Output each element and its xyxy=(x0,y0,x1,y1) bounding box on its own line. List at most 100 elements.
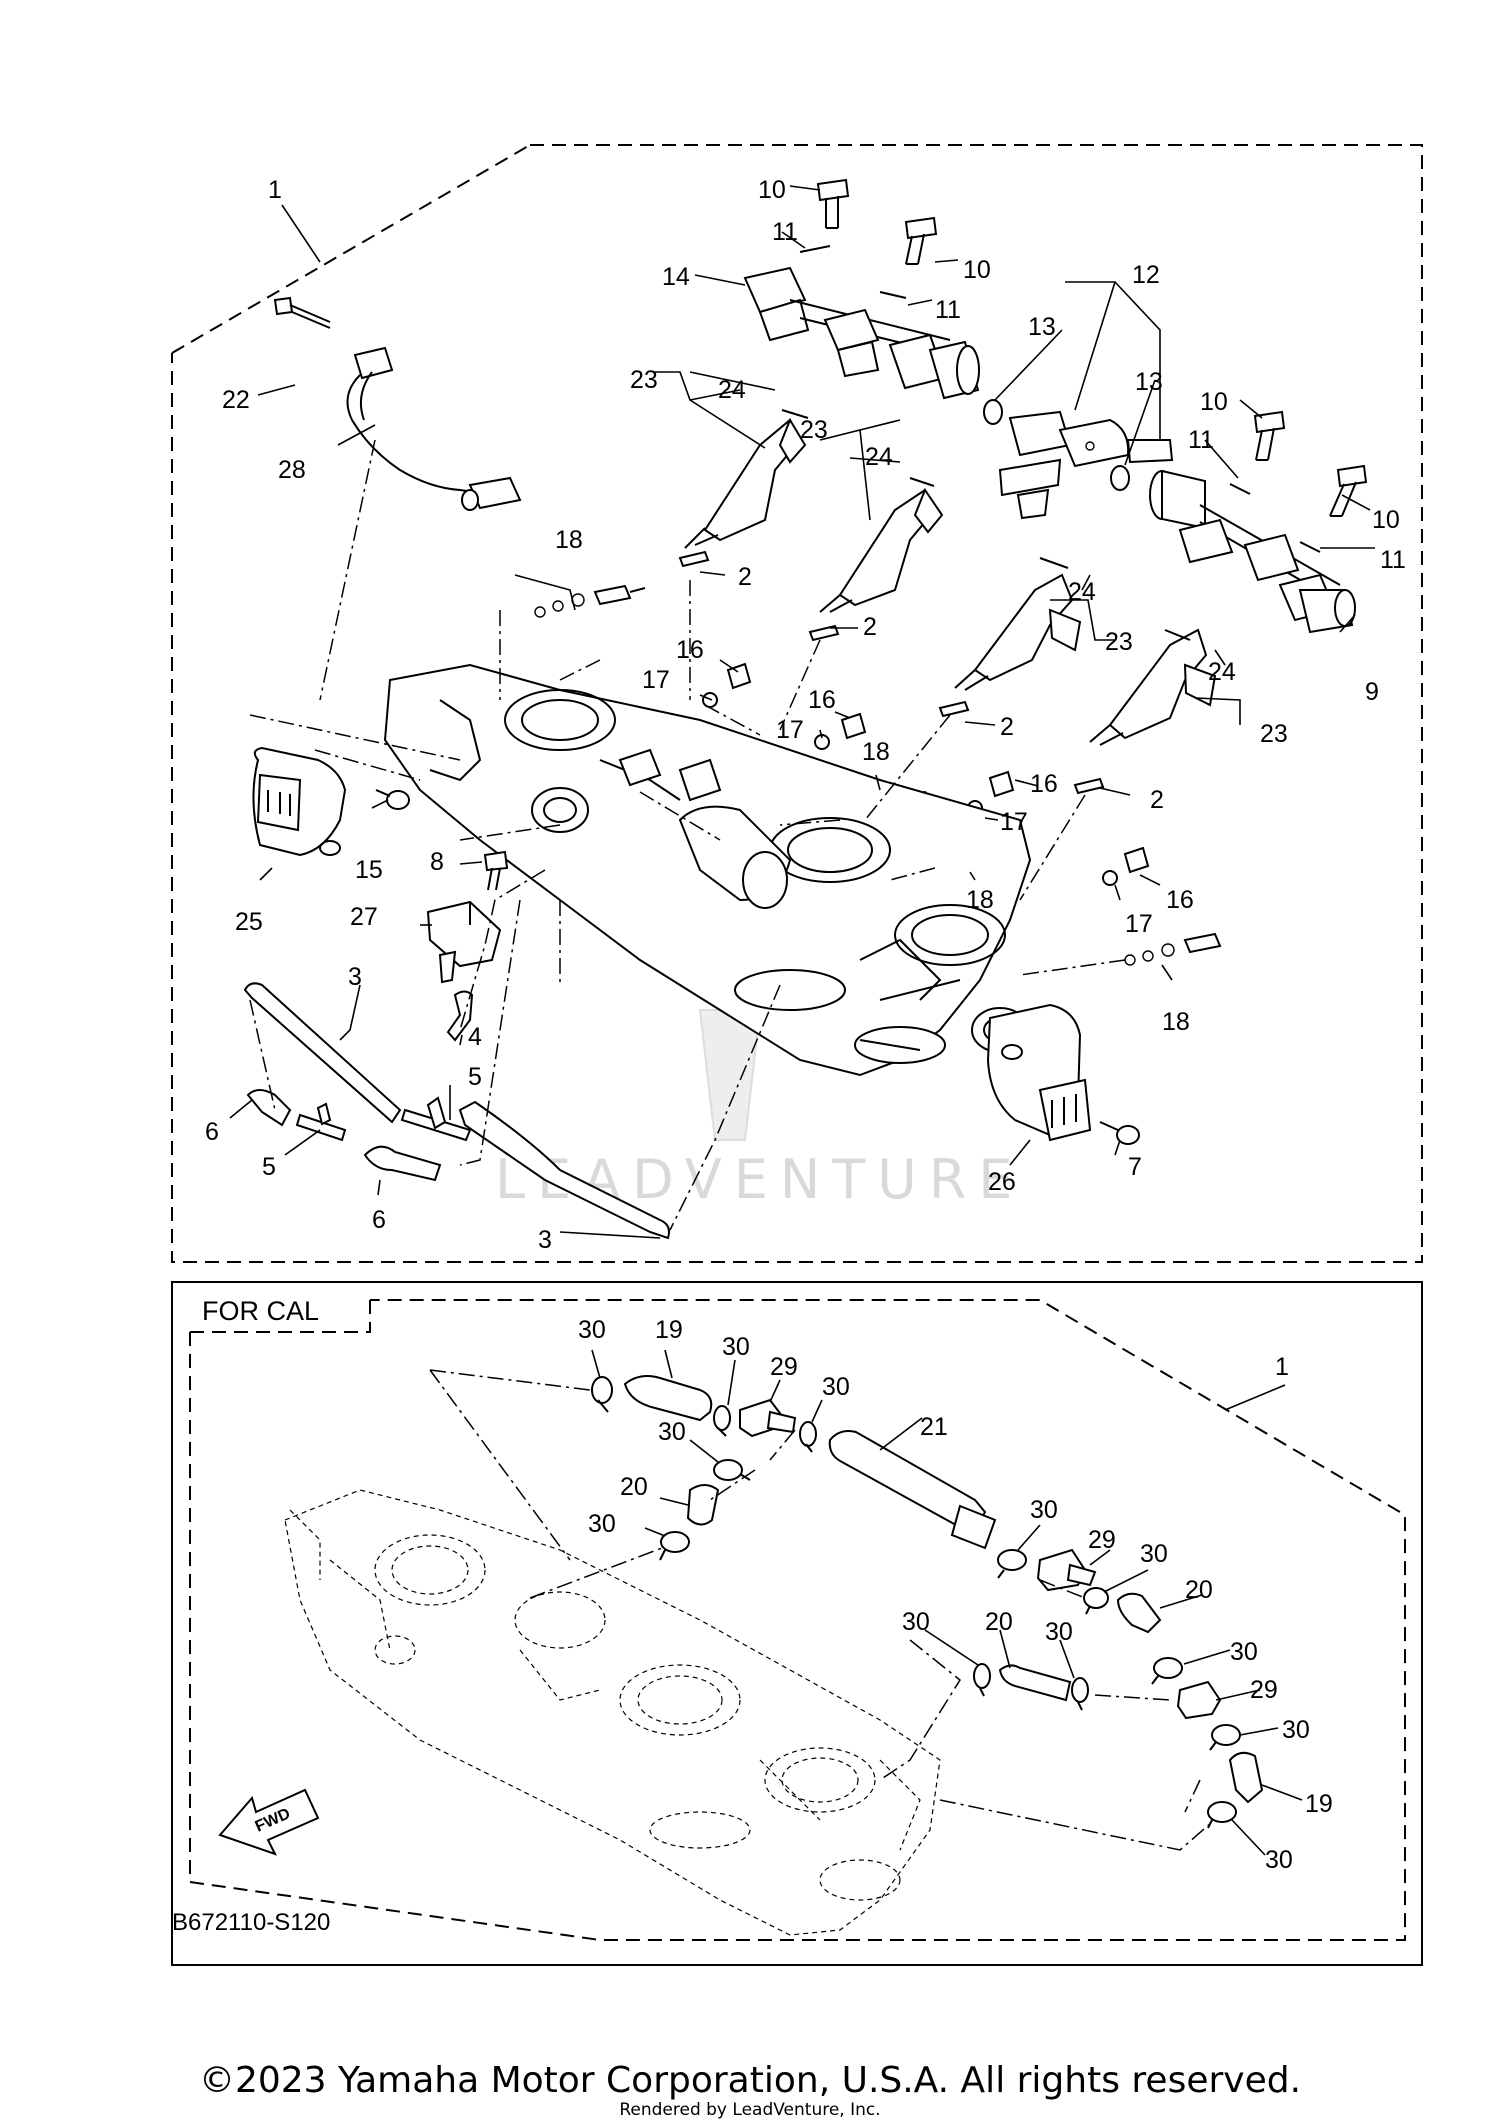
callout: 21 xyxy=(920,1413,948,1441)
callout: 10 xyxy=(758,176,786,204)
hose-20a xyxy=(686,1484,720,1526)
callout: 3 xyxy=(538,1226,552,1254)
bolt-10b xyxy=(904,216,938,265)
hose-4 xyxy=(446,990,474,1042)
seal-24c xyxy=(1039,557,1069,569)
callout: 10 xyxy=(1200,388,1228,416)
clip-17d xyxy=(1102,870,1118,886)
callout: 29 xyxy=(1088,1526,1116,1554)
o-ring-13a xyxy=(983,399,1003,425)
callout: 14 xyxy=(662,263,690,291)
washer-11b xyxy=(879,291,907,299)
screw-7 xyxy=(1099,1121,1140,1145)
hose-3b xyxy=(458,1100,670,1240)
callout: 3 xyxy=(348,963,362,991)
callout: 17 xyxy=(1125,910,1153,938)
callout: 30 xyxy=(1030,1496,1058,1524)
callout: 24 xyxy=(1068,578,1096,606)
callout: 18 xyxy=(1162,1008,1190,1036)
callout: 23 xyxy=(800,416,828,444)
callout: 13 xyxy=(1028,313,1056,341)
callout: 16 xyxy=(1030,770,1058,798)
callout: 2 xyxy=(1000,713,1014,741)
throttle-body-phantom xyxy=(284,1489,941,1936)
pressure-regulator xyxy=(998,410,1174,520)
callout: 6 xyxy=(372,1206,386,1234)
callout: 30 xyxy=(1045,1618,1073,1646)
callout: 5 xyxy=(468,1063,482,1091)
callout: 22 xyxy=(222,386,250,414)
washer-11c xyxy=(1229,483,1251,495)
lower-section-frame xyxy=(171,1281,1423,1966)
assembly-chain-lines-upper xyxy=(249,439,1126,1231)
screw-15 xyxy=(375,789,410,810)
fitting-29b xyxy=(1036,1548,1097,1592)
callout: 16 xyxy=(676,636,704,664)
callout: 13 xyxy=(1135,368,1163,396)
fitting-29c xyxy=(1176,1680,1222,1720)
callout: 23 xyxy=(630,366,658,394)
callout: 19 xyxy=(655,1316,683,1344)
callout: 17 xyxy=(642,666,670,694)
cap-16a xyxy=(726,662,752,690)
callout: 18 xyxy=(966,886,994,914)
bolt-10a xyxy=(816,178,850,229)
screw-set-18a xyxy=(534,584,646,618)
callout: 11 xyxy=(1188,426,1214,454)
o-ring-13b xyxy=(1110,465,1130,491)
hose-3a xyxy=(243,982,402,1124)
callout: 2 xyxy=(738,563,752,591)
bolt-10c xyxy=(1253,410,1286,461)
cap-16c xyxy=(988,770,1015,798)
clamps-30 xyxy=(591,1376,1241,1829)
collar-2a xyxy=(678,550,710,568)
hose-19b xyxy=(1228,1751,1264,1804)
bolt-22 xyxy=(273,296,331,329)
screw-set-18d xyxy=(1124,932,1222,966)
upper-assembly-boundary xyxy=(171,144,1423,1263)
callout: 20 xyxy=(1185,1576,1213,1604)
callout: 20 xyxy=(620,1473,648,1501)
callout: 18 xyxy=(555,526,583,554)
injector-3 xyxy=(954,573,1082,691)
fitting-5b xyxy=(295,1102,347,1142)
callout: 30 xyxy=(1140,1540,1168,1568)
sensor-25 xyxy=(252,746,347,857)
callout: 11 xyxy=(1380,546,1406,574)
callout: 16 xyxy=(1166,886,1194,914)
callout: 2 xyxy=(863,613,877,641)
injector-2 xyxy=(819,487,944,613)
callout: 12 xyxy=(1132,261,1160,289)
callout: 30 xyxy=(1230,1638,1258,1666)
injector-1 xyxy=(684,417,807,549)
callout: 9 xyxy=(1365,678,1379,706)
callout: 24 xyxy=(718,376,746,404)
callout: 16 xyxy=(808,686,836,714)
copyright-notice: ©2023 Yamaha Motor Corporation, U.S.A. A… xyxy=(198,2060,1302,2101)
screw-8 xyxy=(483,850,509,891)
fitting-5a xyxy=(400,1096,472,1142)
callout: 30 xyxy=(1265,1846,1293,1874)
collar-2b xyxy=(808,624,840,642)
callout: 24 xyxy=(865,443,893,471)
callout: 7 xyxy=(1128,1153,1142,1181)
callout: 1 xyxy=(268,176,282,204)
callout: 23 xyxy=(1260,720,1288,748)
seal-24d xyxy=(1164,629,1191,641)
callout-numbers: 1 10 11 14 10 11 12 13 13 10 11 10 11 22… xyxy=(205,176,1406,1874)
callout: 17 xyxy=(776,716,804,744)
fwd-arrow-icon: FWD xyxy=(218,1788,320,1856)
assembly-chain-lines-lower xyxy=(429,1369,1213,1851)
sensor-harness-28 xyxy=(346,346,522,511)
cap-16b xyxy=(840,712,867,740)
callout: 11 xyxy=(772,218,798,246)
callout: 5 xyxy=(262,1153,276,1181)
diagram-code: B672110-S120 xyxy=(172,1909,330,1936)
callout: 4 xyxy=(468,1023,482,1051)
section-label: FOR CAL xyxy=(202,1296,319,1326)
callout: 30 xyxy=(588,1510,616,1538)
cap-16d xyxy=(1123,846,1150,874)
callout: 29 xyxy=(770,1353,798,1381)
sensor-27 xyxy=(426,900,502,984)
